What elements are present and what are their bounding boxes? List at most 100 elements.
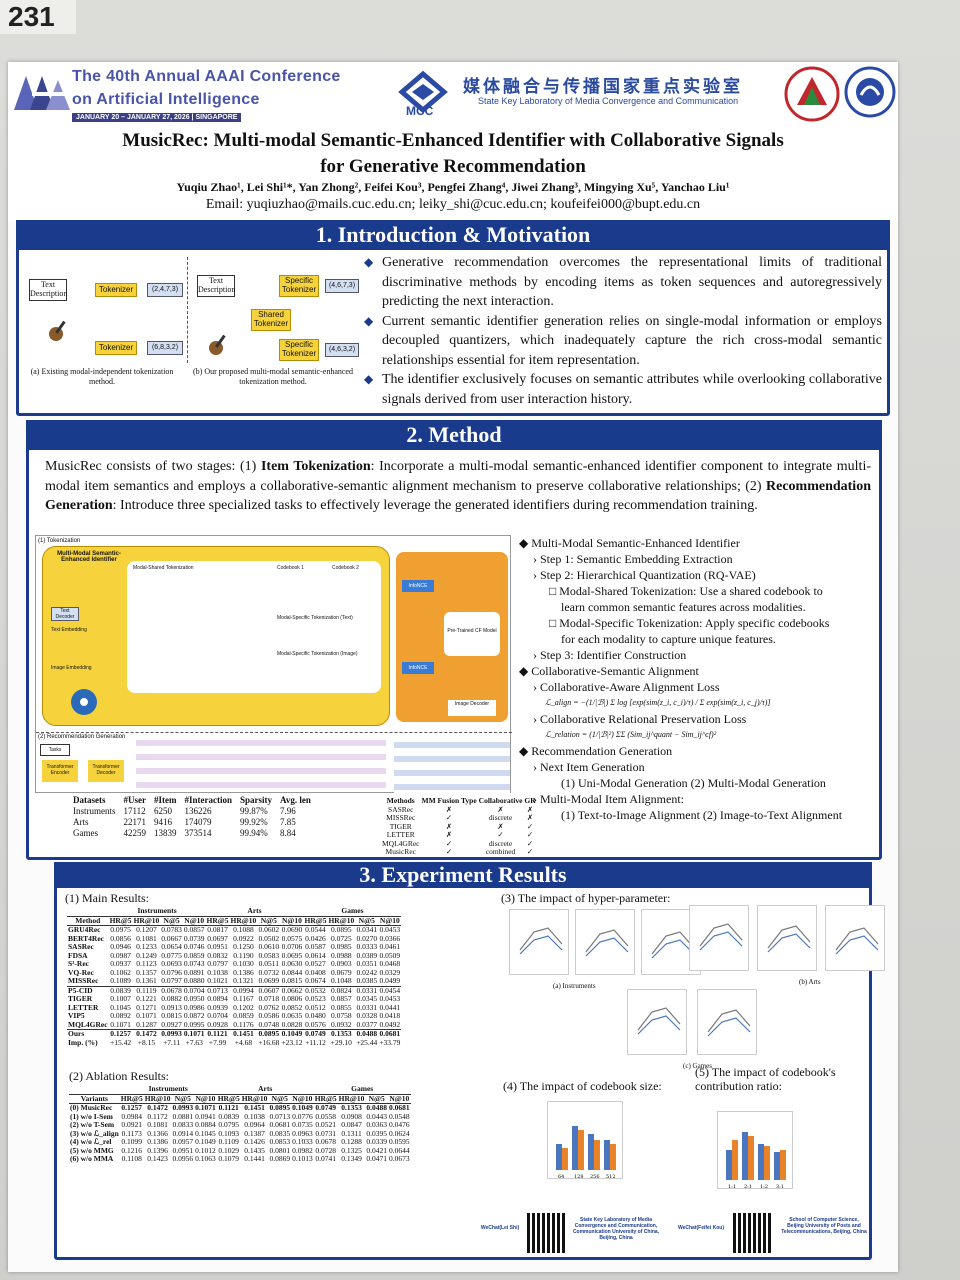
specific-tokenizer-image: Specific Tokenizer [279, 339, 319, 361]
results-cell: +7.11 [163, 1037, 181, 1047]
results-cell: 0.0583 [258, 950, 280, 960]
results-cell: 0.0681 [379, 1029, 401, 1038]
results-cell: 0.0586 [258, 1011, 280, 1020]
specific-tokenizer-text: Specific Tokenizer [279, 275, 319, 297]
compare-cell: MQL4GRec [382, 838, 420, 848]
results-cell: 0.0328 [356, 1011, 378, 1020]
method-intro: MusicRec consists of two stages: (1) Ite… [45, 459, 871, 513]
results-cell: 0.0389 [356, 950, 378, 960]
results-cell: 0.0859 [183, 950, 205, 960]
results-cell: 0.0421 [366, 1145, 388, 1155]
results-cell: 0.0377 [356, 1019, 378, 1029]
results-header-cell: N@10 [389, 1093, 410, 1103]
results-header-cell: N@5 [368, 1093, 385, 1103]
results-cell: 0.0881 [172, 1111, 194, 1121]
results-cell: 0.0587 [305, 942, 326, 951]
method-outline-item: ℒ_align = −(1/|ℬ|) Σ log [exp(sim(z_i, c… [545, 698, 771, 707]
results-cell: 0.0548 [389, 1111, 410, 1121]
tokenizer-box-a2: Tokenizer [95, 341, 137, 355]
results-cell: 0.0339 [366, 1137, 388, 1146]
results-cell: 0.1321 [233, 976, 254, 985]
results-cell: 0.0667 [161, 933, 182, 943]
results-cell: 0.0718 [258, 994, 280, 1003]
results-cell: 0.1121 [218, 1103, 239, 1112]
results-cell: 0.1029 [218, 1145, 240, 1155]
shared-tokenization-label: Modal-Shared Tokenization [133, 565, 194, 571]
method-outline-item: › Next Item Generation [533, 760, 645, 774]
results-cell: 0.0855 [331, 1002, 352, 1012]
blank-cell [69, 1085, 120, 1094]
text-description-box: Text Description [29, 279, 67, 301]
results-cell: 0.0801 [269, 1145, 291, 1155]
results-cell: 0.1202 [233, 1002, 254, 1012]
results-header-cell: N@10 [195, 1093, 216, 1103]
bar [562, 1148, 568, 1170]
results-cell: 0.0679 [331, 967, 352, 977]
results-cell: 0.0775 [161, 950, 182, 960]
results-cell: S³-Rec [68, 959, 89, 968]
text-embedding-label: Text Embedding [51, 627, 87, 633]
results-cell: 0.1062 [110, 967, 131, 977]
specific-image-label: Modal-Specific Tokenization (Image) [277, 651, 358, 657]
bar [764, 1146, 770, 1180]
results-header-cell: N@10 [292, 1093, 313, 1103]
tick-label: 2:1 [744, 1184, 752, 1189]
results-header-cell: N@10 [281, 915, 302, 925]
results-cell: 0.0443 [366, 1111, 388, 1121]
results-cell: 0.0939 [207, 1002, 228, 1012]
dataset-cell: 174079 [184, 817, 212, 827]
results-cell: 0.1089 [110, 976, 131, 985]
method-outline: ◆ Multi-Modal Semantic-Enhanced Identifi… [519, 535, 879, 823]
results-cell: 0.1121 [207, 1029, 228, 1038]
compare-cell: ✗ [445, 804, 453, 814]
results-cell: 0.0828 [281, 1019, 303, 1029]
tokenization-figure: Text Description Tokenizer (2,4,7,3) Tok… [21, 253, 361, 413]
method-outline-item: (1) Uni-Modal Generation (2) Multi-Modal… [561, 776, 826, 790]
results-cell: 0.1288 [341, 1137, 362, 1146]
bar [742, 1132, 748, 1180]
results-cell: (4) w/o ℒ_rel [70, 1137, 112, 1146]
results-cell: 0.0654 [161, 942, 182, 951]
results-header-cell: HR@10 [230, 915, 257, 925]
results-heading: 3. Experiment Results [54, 862, 872, 888]
results-cell: 0.1049 [281, 1029, 303, 1038]
results-cell: 0.0366 [379, 933, 401, 943]
results-cell: 0.0635 [281, 1011, 303, 1020]
results-cell: 0.0932 [331, 1019, 352, 1029]
results-cell: 0.0576 [305, 1019, 326, 1029]
results-cell: TIGER [68, 994, 93, 1003]
results-cell: +33.79 [379, 1037, 401, 1047]
results-cell: 0.0426 [305, 933, 326, 943]
results-cell: 0.0869 [269, 1154, 291, 1163]
results-cell: 0.0847 [341, 1120, 362, 1129]
results-cell: 0.0832 [207, 950, 228, 960]
compare-row: TIGER✗✗✓ [381, 822, 537, 832]
results-cell: Ours [68, 1029, 85, 1038]
image-decoder-box: Image Decoder [448, 700, 496, 716]
code-d: (4,6,3,2) [325, 343, 359, 357]
results-cell: (0) MusicRec [70, 1103, 113, 1112]
results-cell: 0.0385 [356, 976, 378, 985]
compare-cell: ✓ [497, 830, 504, 839]
bupt-seal-icon [844, 66, 896, 118]
results-cell: 0.1349 [341, 1154, 362, 1163]
results-cell: 0.0735 [292, 1120, 313, 1129]
results-cell: 0.1366 [147, 1128, 168, 1138]
dataset-cell: Arts [73, 817, 89, 827]
results-cell: 0.1386 [233, 967, 254, 977]
results-cell: Imp. (%) [68, 1037, 98, 1047]
mcc-logo-icon [398, 70, 448, 114]
results-cell: 0.1249 [136, 950, 157, 960]
